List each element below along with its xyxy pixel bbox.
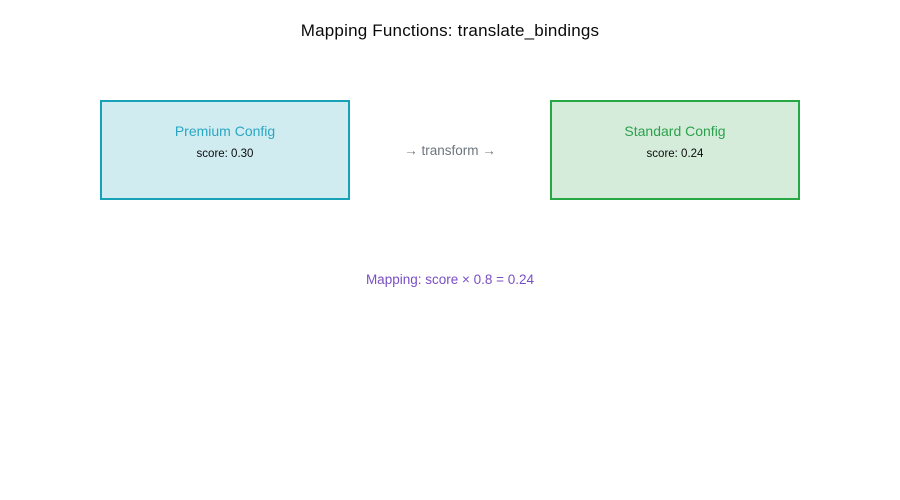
target-node-standard-config: Standard Config score: 0.24: [550, 100, 800, 200]
source-node-label: Premium Config: [174, 123, 276, 139]
mapping-formula-note: Mapping: score × 0.8 = 0.24: [365, 272, 535, 287]
source-node-premium-config: Premium Config score: 0.30: [100, 100, 350, 200]
target-node-score: score: 0.24: [646, 148, 704, 160]
transform-arrow-label: → transform →: [404, 143, 496, 158]
diagram-title: Mapping Functions: translate_bindings: [300, 21, 600, 40]
target-node-label: Standard Config: [624, 123, 726, 139]
source-node-score: score: 0.30: [196, 148, 254, 160]
